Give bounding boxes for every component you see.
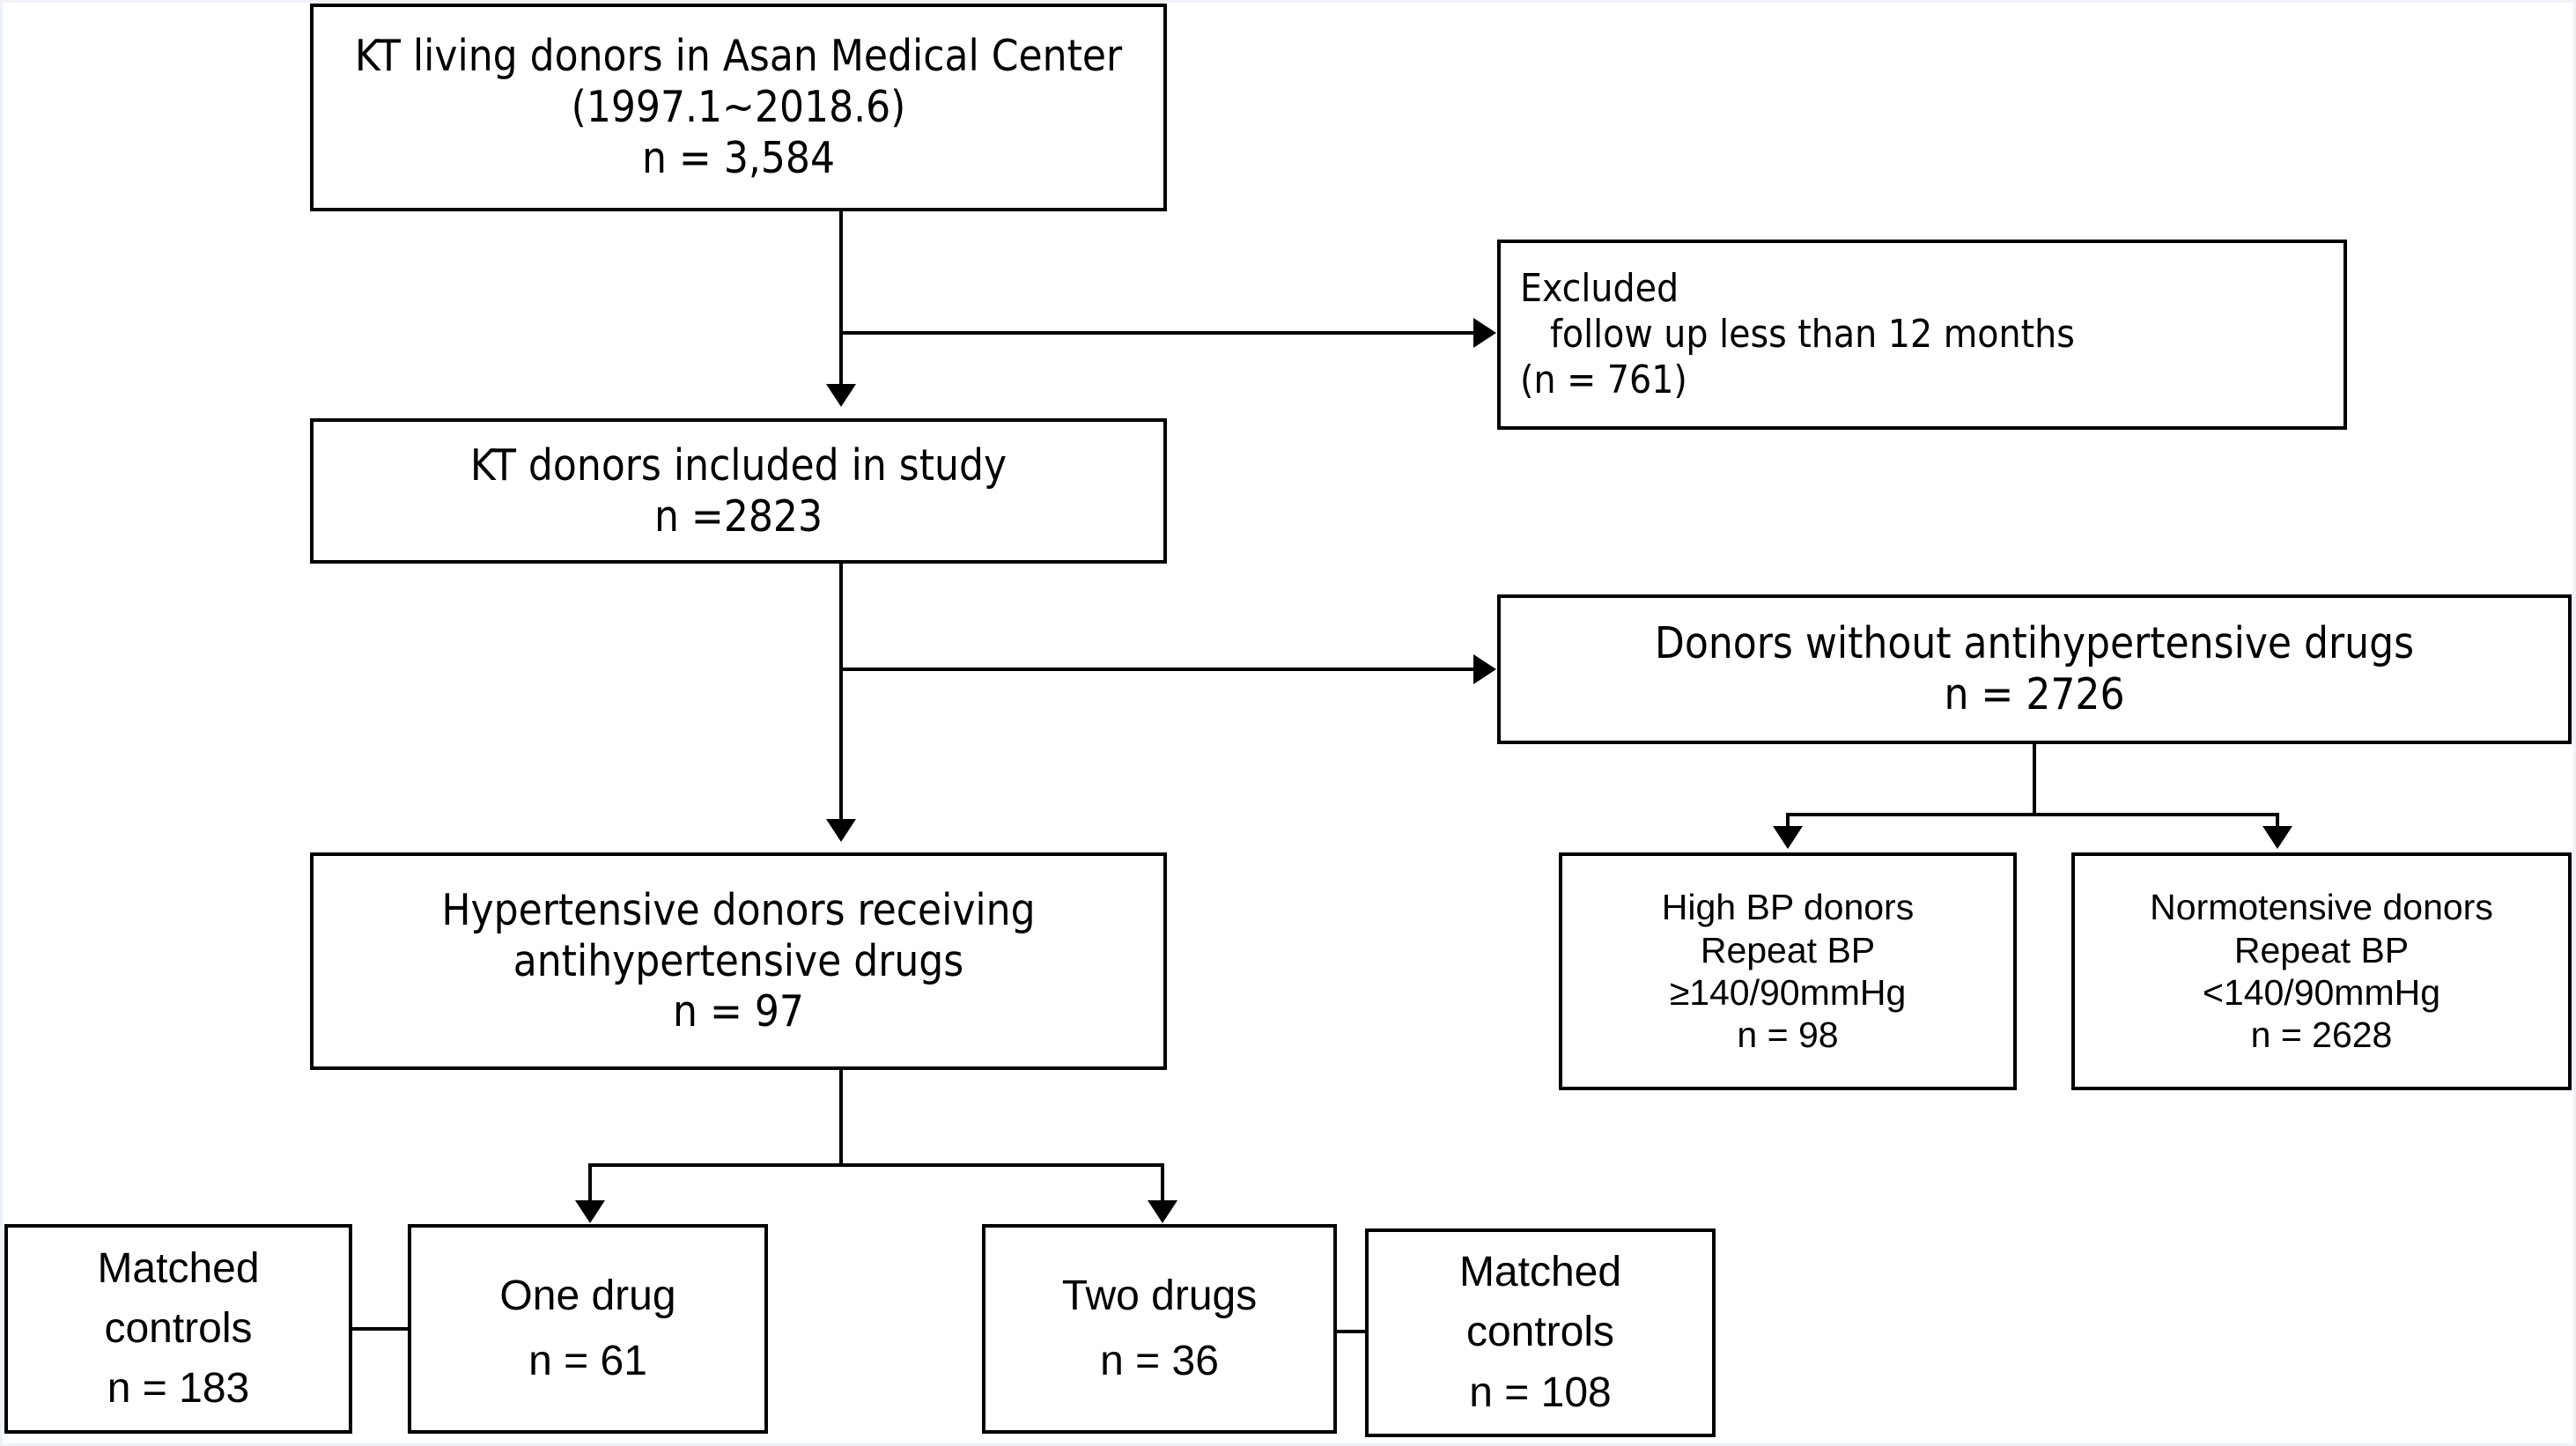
node-hypertensive-on-drugs-line2: antihypertensive drugs <box>513 935 964 986</box>
node-no-drugs-line1: Donors without antihypertensive drugs <box>1654 618 2415 669</box>
arrowhead-to-nodrugs <box>1473 654 1496 684</box>
node-included-line2: n =2823 <box>653 491 823 542</box>
connector-to-excluded <box>839 331 1473 335</box>
node-matched-controls-one-drug-line2: controls <box>104 1304 253 1352</box>
node-two-drugs: Two drugs n = 36 <box>982 1224 1337 1434</box>
node-all-donors-line1: KT living donors in Asan Medical Center <box>354 31 1123 82</box>
node-two-drugs-line1: Two drugs <box>1061 1272 1258 1319</box>
connector-hypertensive-to-twodrugs <box>1161 1163 1164 1202</box>
node-matched-controls-two-drugs-line2: controls <box>1465 1309 1615 1356</box>
node-normotensive-donors-line2: Repeat BP <box>2233 929 2410 970</box>
node-excluded-line3: (n = 761) <box>1520 357 1687 402</box>
connector-nodrugs-crossbar <box>1786 813 2279 816</box>
node-hypertensive-on-drugs-line1: Hypertensive donors receiving <box>441 884 1036 935</box>
node-high-bp-donors-line2: Repeat BP <box>1700 929 1876 970</box>
node-hypertensive-on-drugs: Hypertensive donors receiving antihypert… <box>310 852 1167 1070</box>
node-high-bp-donors-line3: ≥140/90mmHg <box>1669 972 1907 1013</box>
node-normotensive-donors-line1: Normotensive donors <box>2150 887 2493 928</box>
node-all-donors-line2: (1997.1~2018.6) <box>571 82 906 133</box>
node-normotensive-donors: Normotensive donors Repeat BP <140/90mmH… <box>2071 852 2572 1090</box>
connector-nodrugs-to-highbp <box>1786 813 1790 830</box>
node-high-bp-donors-line4: n = 98 <box>1737 1014 1839 1056</box>
node-included: KT donors included in study n =2823 <box>310 418 1167 564</box>
connector-to-nodrugs <box>839 668 1473 671</box>
node-high-bp-donors: High BP donors Repeat BP ≥140/90mmHg n =… <box>1559 852 2017 1090</box>
node-no-drugs-line2: n = 2726 <box>1944 669 2125 719</box>
node-high-bp-donors-line1: High BP donors <box>1661 887 1915 928</box>
arrowhead-to-twodrugs <box>1148 1200 1177 1223</box>
node-matched-controls-one-drug-line1: Matched <box>97 1244 260 1292</box>
node-one-drug-line2: n = 61 <box>528 1338 647 1384</box>
node-matched-controls-one-drug-line3: n = 183 <box>107 1365 250 1413</box>
connector-nodrugs-stem <box>2033 744 2036 815</box>
node-normotensive-donors-line3: <140/90mmHg <box>2202 972 2441 1013</box>
node-all-donors: KT living donors in Asan Medical Center … <box>310 4 1167 211</box>
connector-hypertensive-to-onedrug <box>588 1163 592 1202</box>
node-matched-controls-two-drugs-line1: Matched <box>1458 1249 1622 1296</box>
connector-twodrugs-to-matchedcontrols108 <box>1333 1330 1369 1333</box>
arrowhead-to-included <box>826 384 856 407</box>
node-matched-controls-two-drugs: Matched controls n = 108 <box>1365 1228 1716 1437</box>
node-one-drug: One drug n = 61 <box>408 1224 768 1434</box>
arrowhead-to-hypertensive <box>826 819 856 842</box>
connector-included-to-hypertensive <box>839 564 843 819</box>
arrowhead-to-highbp <box>1773 826 1803 849</box>
connector-onedrug-to-matchedcontrols183 <box>351 1327 410 1331</box>
node-excluded: Excluded follow up less than 12 months (… <box>1497 240 2347 430</box>
node-hypertensive-on-drugs-line3: n = 97 <box>673 986 804 1037</box>
node-two-drugs-line2: n = 36 <box>1100 1338 1219 1384</box>
node-matched-controls-one-drug: Matched controls n = 183 <box>4 1224 352 1434</box>
arrowhead-to-excluded <box>1473 318 1496 348</box>
arrowhead-to-onedrug <box>575 1200 605 1223</box>
node-normotensive-donors-line4: n = 2628 <box>2250 1014 2393 1056</box>
node-one-drug-line1: One drug <box>499 1272 676 1319</box>
connector-hypertensive-crossbar <box>588 1163 1164 1167</box>
node-matched-controls-two-drugs-line3: n = 108 <box>1469 1369 1612 1416</box>
node-excluded-line1: Excluded <box>1520 266 1679 312</box>
node-no-drugs: Donors without antihypertensive drugs n … <box>1497 594 2572 744</box>
connector-hypertensive-stem <box>839 1070 843 1167</box>
node-all-donors-line3: n = 3,584 <box>641 132 836 183</box>
node-included-line1: KT donors included in study <box>469 439 1008 491</box>
connector-nodrugs-to-normotensive <box>2276 813 2279 830</box>
connector-alldonors-to-included <box>839 211 843 384</box>
arrowhead-to-normotensive <box>2262 826 2292 849</box>
node-excluded-line2: follow up less than 12 months <box>1550 312 2075 358</box>
